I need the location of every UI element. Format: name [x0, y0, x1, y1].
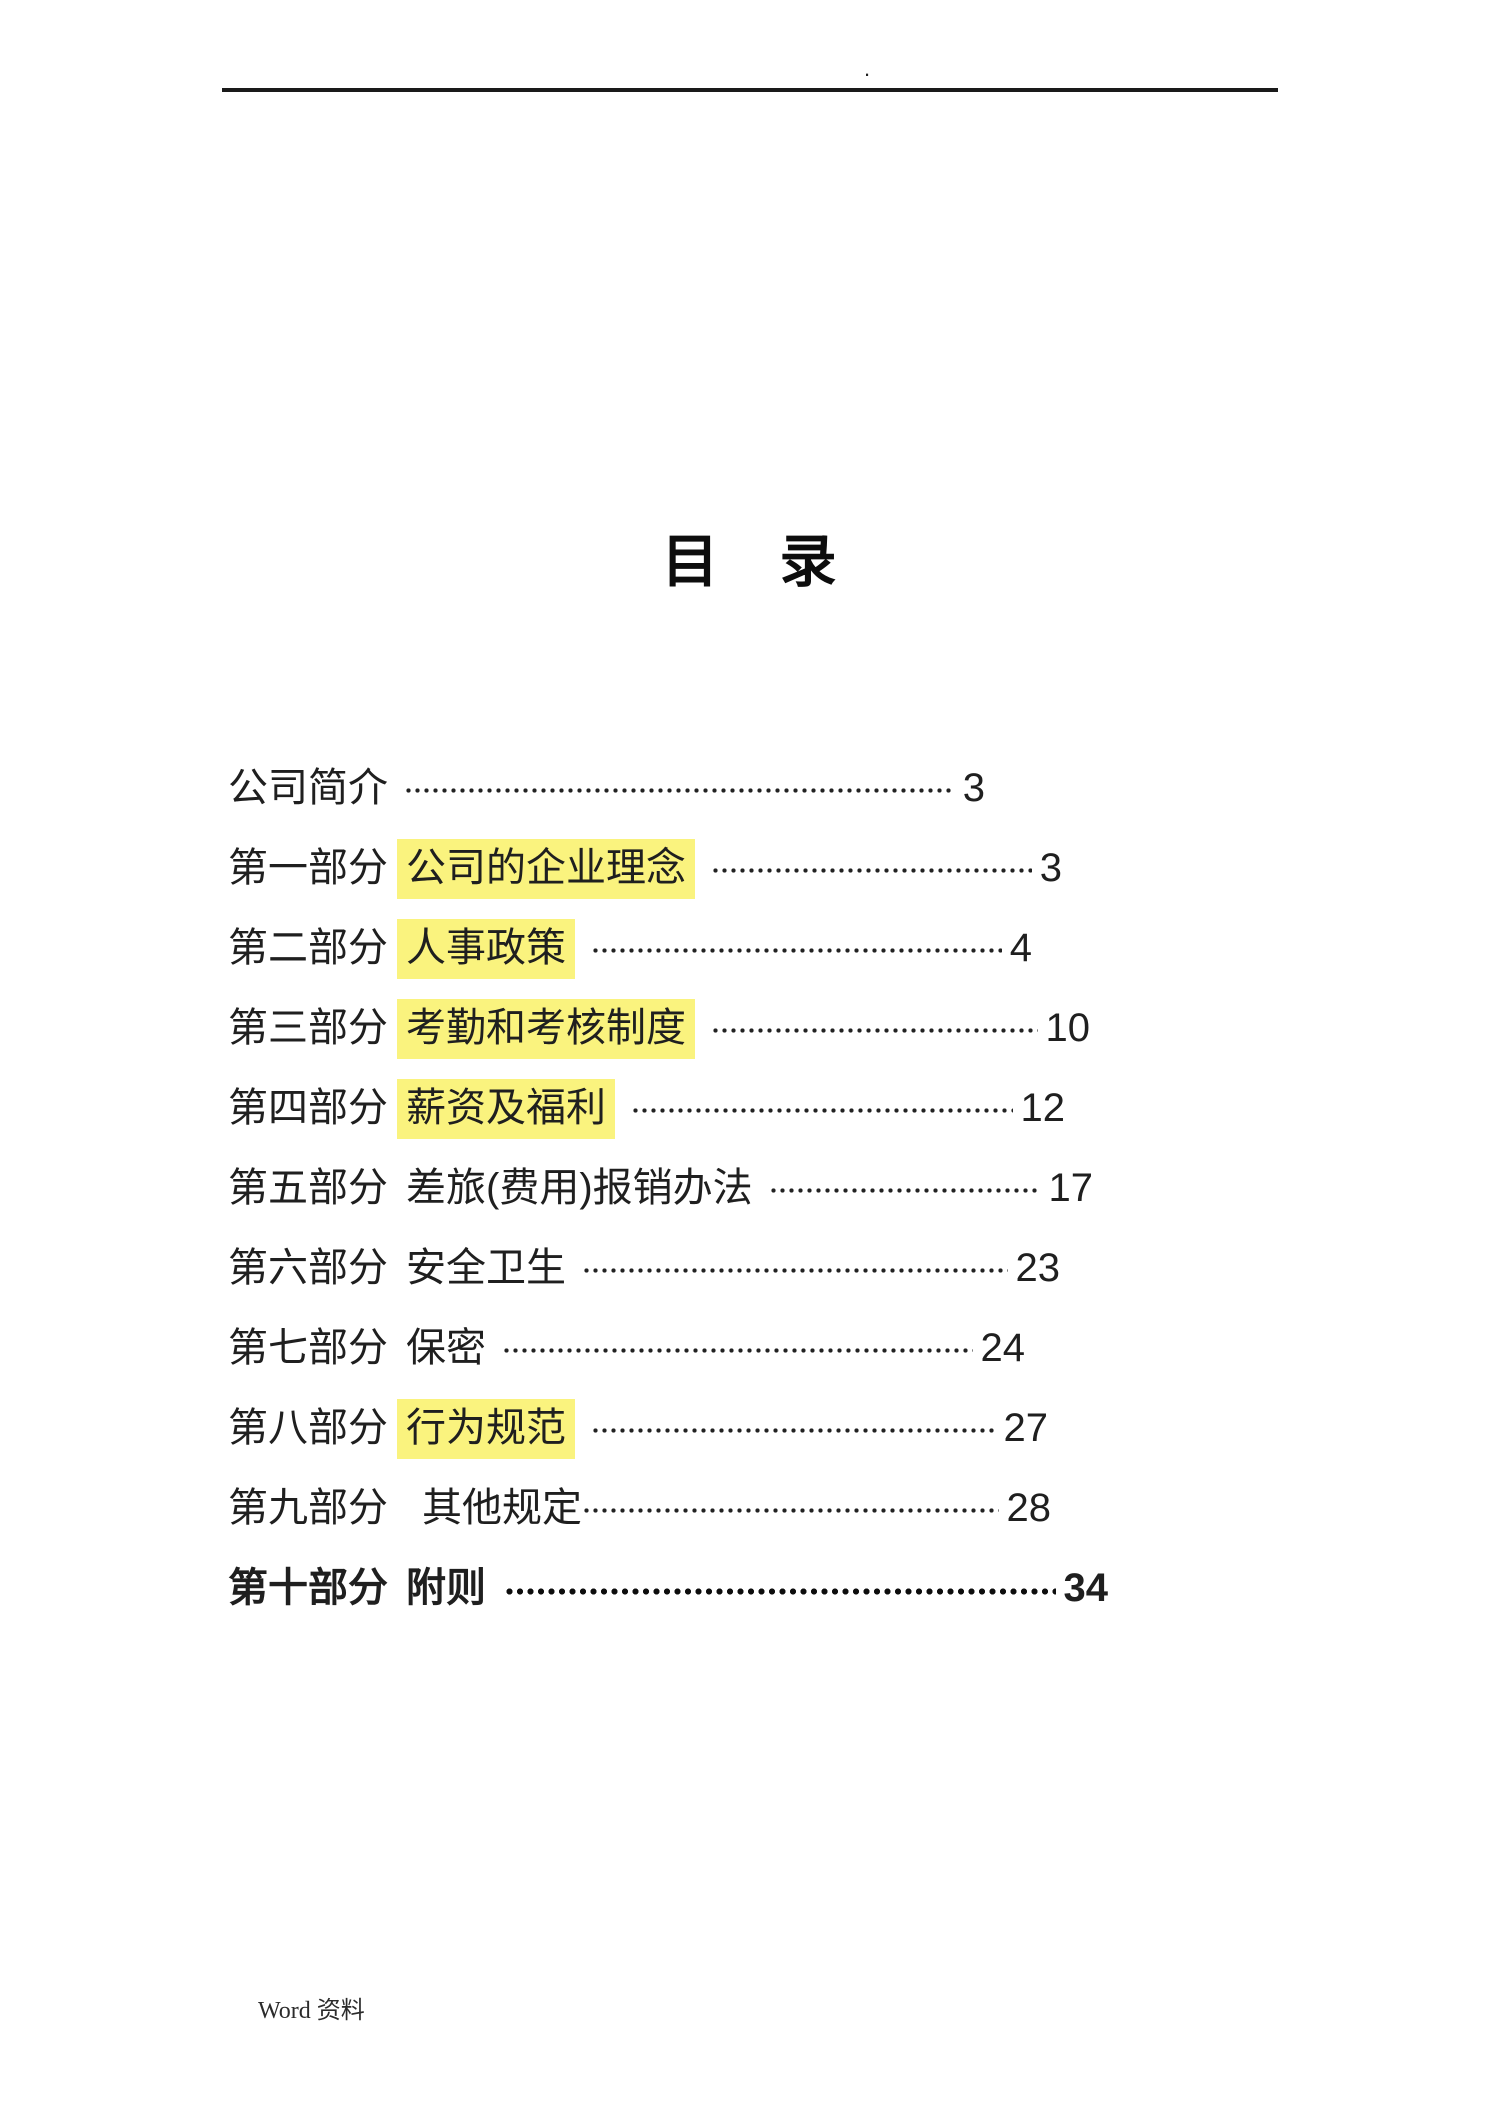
toc-dot-leader	[593, 947, 1002, 953]
toc-part-label: 第四部分	[228, 1086, 388, 1130]
toc-dot-leader	[584, 1267, 1008, 1273]
toc-page-number: 28	[1006, 1486, 1052, 1530]
toc-title-label: 其他规定	[422, 1486, 582, 1530]
toc-page-number: 4	[1009, 926, 1032, 970]
footer-watermark: Word 资料	[258, 1998, 365, 2024]
toc-title-label: 保密	[406, 1326, 486, 1370]
toc-entry[interactable]: 第一部分 公司的企业理念 3	[228, 828, 1062, 908]
toc-entry[interactable]: 第二部分 人事政策 4	[228, 908, 1032, 988]
toc-dot-leader	[506, 1587, 1056, 1595]
toc-entry[interactable]: 第七部分 保密 24	[228, 1308, 1025, 1388]
toc-page-number: 34	[1063, 1566, 1109, 1610]
toc-title-label: 行为规范	[397, 1399, 575, 1459]
header-rule-divider	[222, 88, 1278, 92]
toc-title-label: 考勤和考核制度	[397, 999, 695, 1059]
toc-title-label: 人事政策	[397, 919, 575, 979]
toc-entry[interactable]: 第十部分 附则 34	[228, 1548, 1108, 1628]
toc-title-label: 薪资及福利	[397, 1079, 615, 1139]
toc-list: 公司简介 3 第一部分 公司的企业理念 3 第二部分 人事政策 4 第三部分 考…	[228, 748, 1118, 1628]
toc-page-number: 17	[1048, 1166, 1094, 1210]
toc-dot-leader	[633, 1107, 1013, 1113]
toc-title-label: 公司简介	[228, 766, 388, 810]
toc-part-label: 第五部分	[228, 1166, 388, 1210]
toc-title-label: 公司的企业理念	[397, 839, 695, 899]
toc-heading: 目 录	[661, 530, 839, 594]
toc-title-label: 差旅(费用)报销办法	[406, 1166, 753, 1210]
toc-entry[interactable]: 第三部分 考勤和考核制度 10	[228, 988, 1090, 1068]
toc-dot-leader	[770, 1187, 1041, 1193]
toc-entry[interactable]: 第九部分 其他规定 28	[228, 1468, 1051, 1548]
toc-title-label: 安全卫生	[406, 1246, 566, 1290]
toc-dot-leader	[713, 1027, 1038, 1033]
toc-page-number: 3	[962, 766, 985, 810]
toc-dot-leader	[406, 787, 955, 793]
toc-page-number: 24	[980, 1326, 1026, 1370]
toc-dot-leader	[584, 1507, 999, 1513]
toc-entry[interactable]: 第五部分 差旅(费用)报销办法 17	[228, 1148, 1093, 1228]
toc-part-label: 第七部分	[228, 1326, 388, 1370]
toc-entry[interactable]: 第八部分 行为规范 27	[228, 1388, 1048, 1468]
header-mark: .	[864, 56, 871, 81]
toc-page-number: 10	[1045, 1006, 1091, 1050]
toc-part-label: 第二部分	[228, 926, 388, 970]
toc-page-number: 23	[1015, 1246, 1061, 1290]
toc-page-number: 12	[1020, 1086, 1066, 1130]
toc-part-label: 第一部分	[228, 846, 388, 890]
toc-dot-leader	[504, 1347, 973, 1353]
toc-part-label: 第九部分	[228, 1486, 388, 1530]
toc-dot-leader	[713, 867, 1032, 873]
toc-part-label: 第八部分	[228, 1406, 388, 1450]
toc-title-label: 附则	[406, 1566, 486, 1610]
toc-dot-leader	[593, 1427, 996, 1433]
toc-page-number: 27	[1003, 1406, 1049, 1450]
toc-entry[interactable]: 第六部分 安全卫生 23	[228, 1228, 1060, 1308]
toc-part-label: 第六部分	[228, 1246, 388, 1290]
toc-part-label: 第三部分	[228, 1006, 388, 1050]
toc-entry[interactable]: 公司简介 3	[228, 748, 985, 828]
toc-part-label: 第十部分	[228, 1566, 388, 1610]
toc-page-number: 3	[1039, 846, 1062, 890]
toc-entry[interactable]: 第四部分 薪资及福利 12	[228, 1068, 1065, 1148]
